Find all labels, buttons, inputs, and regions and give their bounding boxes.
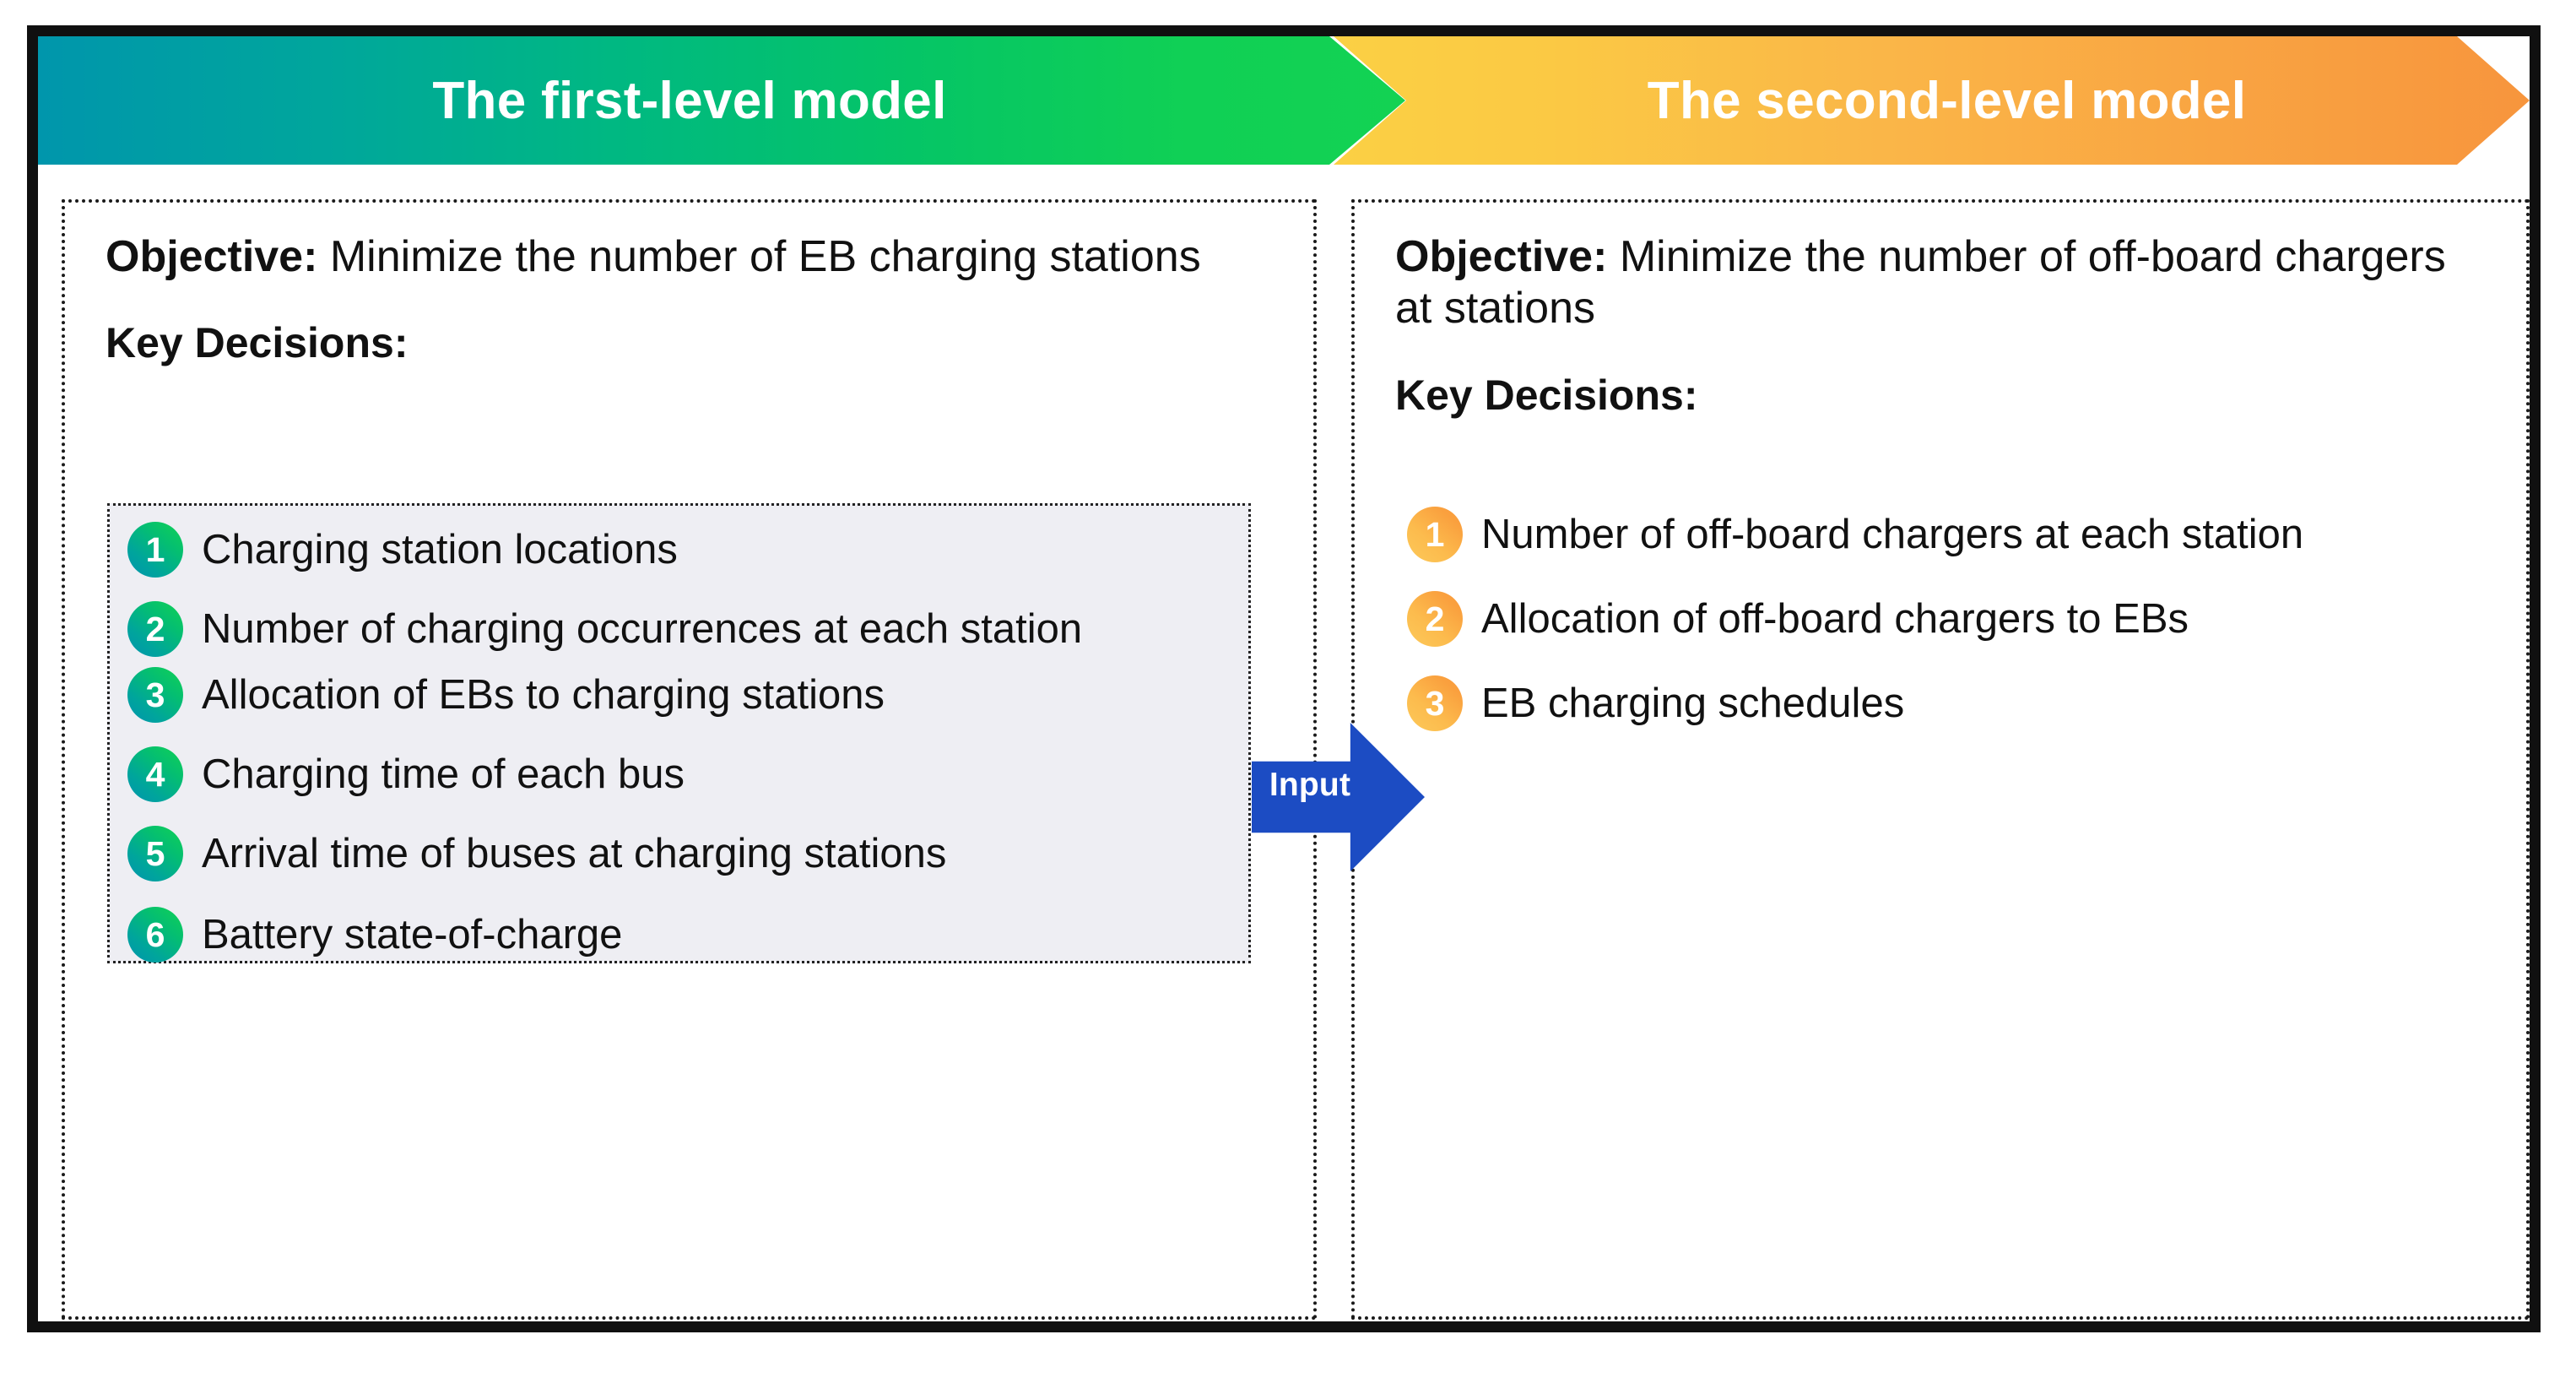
list-item: 1 Number of off-board chargers at each s… [1407, 507, 2496, 562]
list-item-label: Charging station locations [202, 527, 678, 572]
list-item-label: Number of charging occurrences at each s… [202, 606, 1083, 652]
header-band: The first-level model The second-level m… [38, 36, 2530, 165]
left-objective: Objective: Minimize the number of EB cha… [106, 231, 1280, 283]
list-item: 3 Allocation of EBs to charging stations [127, 667, 1250, 723]
list-item: 6 Battery state-of-charge [127, 907, 1250, 963]
right-panel-content: Objective: Minimize the number of off-bo… [1355, 203, 2526, 1316]
number-badge-2-icon: 2 [1407, 591, 1463, 647]
right-key-decisions-heading: Key Decisions: [1395, 371, 1698, 419]
list-item: 2 Allocation of off-board chargers to EB… [1407, 591, 2496, 647]
list-item: 4 Charging time of each bus [127, 746, 1250, 802]
number-badge-5-icon: 5 [127, 826, 183, 881]
left-objective-label: Objective: [106, 232, 318, 281]
list-item-label: Charging time of each bus [202, 751, 685, 797]
list-item: 1 Charging station locations [127, 522, 1250, 578]
number-badge-3-icon: 3 [1407, 675, 1463, 731]
left-key-decisions-heading: Key Decisions: [106, 319, 409, 367]
left-shaded-decision-group [107, 503, 1251, 963]
list-item-label: Allocation of EBs to charging stations [202, 672, 885, 718]
header-title-first-level: The first-level model [432, 71, 947, 130]
header-chevron-first-level: The first-level model [38, 36, 1405, 165]
right-objective: Objective: Minimize the number of off-bo… [1395, 231, 2492, 335]
list-item-label: Allocation of off-board chargers to EBs [1481, 596, 2189, 642]
number-badge-1-icon: 1 [1407, 507, 1463, 562]
header-title-second-level: The second-level model [1647, 71, 2247, 130]
left-decision-list: 1 Charging station locations 2 Number of… [127, 522, 1250, 986]
panel-second-level-model: Objective: Minimize the number of off-bo… [1351, 199, 2530, 1320]
right-objective-text: Minimize the number of off-board charger… [1395, 232, 2446, 334]
list-item-label: Number of off-board chargers at each sta… [1481, 512, 2304, 557]
right-decision-list: 1 Number of off-board chargers at each s… [1407, 507, 2496, 760]
header-chevron-second-level: The second-level model [1334, 36, 2530, 165]
list-item-label: EB charging schedules [1481, 681, 1905, 726]
number-badge-2-icon: 2 [127, 601, 183, 657]
list-item-label: Battery state-of-charge [202, 912, 623, 957]
panel-first-level-model: Objective: Minimize the number of EB cha… [62, 199, 1317, 1320]
left-panel-content: Objective: Minimize the number of EB cha… [65, 203, 1313, 1316]
list-item: 2 Number of charging occurrences at each… [127, 601, 1250, 657]
left-objective-text: Minimize the number of EB charging stati… [317, 232, 1201, 281]
number-badge-4-icon: 4 [127, 746, 183, 802]
list-item-label: Arrival time of buses at charging statio… [202, 831, 947, 876]
number-badge-3-icon: 3 [127, 667, 183, 723]
list-item: 3 EB charging schedules [1407, 675, 2496, 731]
number-badge-6-icon: 6 [127, 907, 183, 963]
number-badge-1-icon: 1 [127, 522, 183, 578]
right-objective-label: Objective: [1395, 232, 1608, 281]
list-item: 5 Arrival time of buses at charging stat… [127, 826, 1250, 881]
